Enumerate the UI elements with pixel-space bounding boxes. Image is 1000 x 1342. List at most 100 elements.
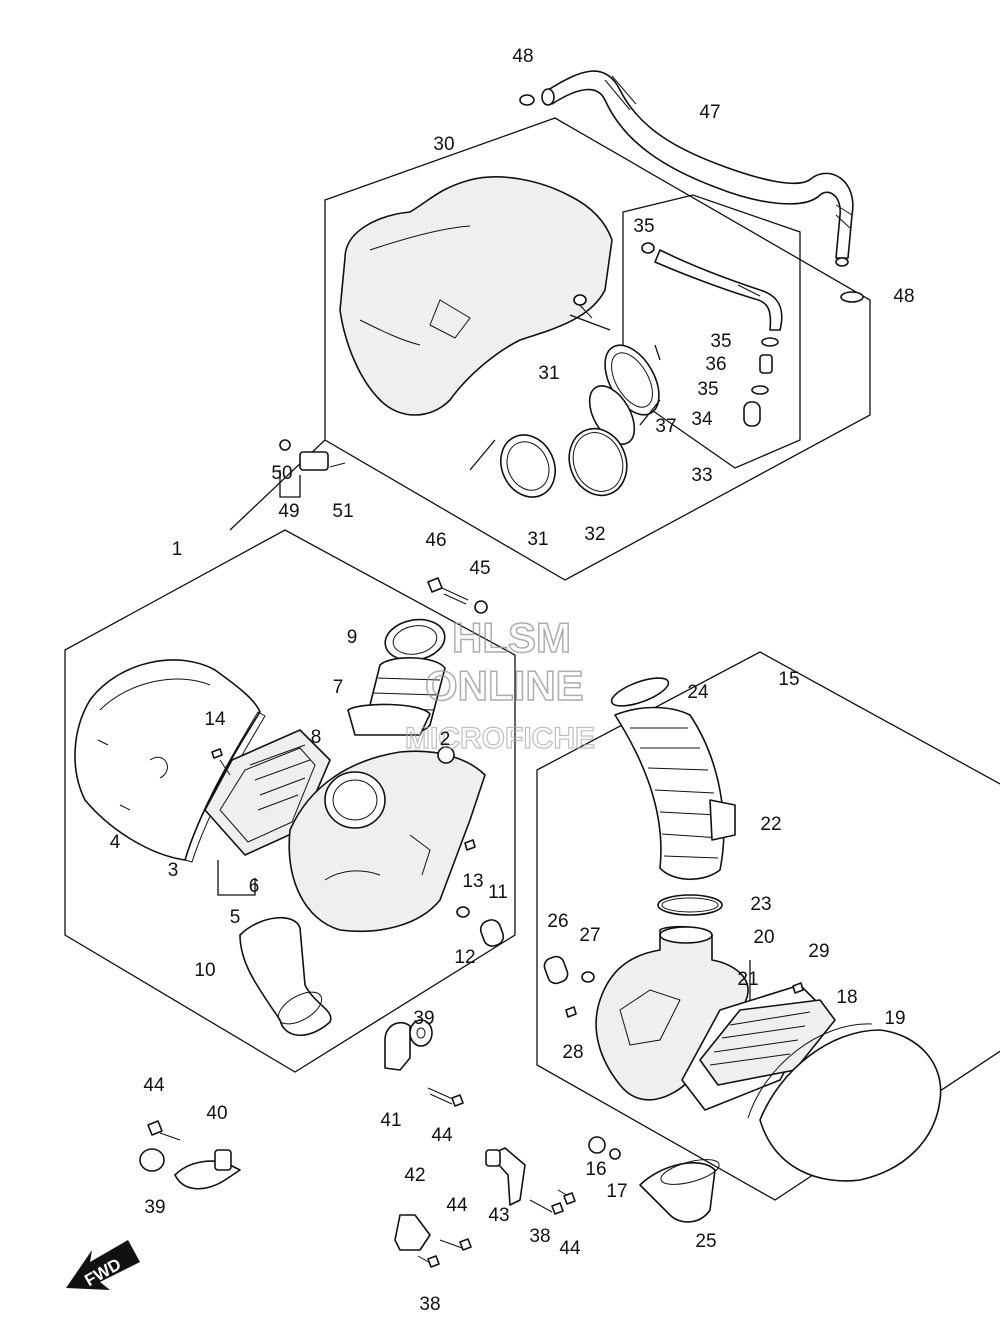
callout-c38b: 38 <box>419 1294 440 1315</box>
callout-c35c: 35 <box>697 379 718 400</box>
collar-16-17 <box>588 1136 621 1160</box>
callout-c7: 7 <box>333 677 344 698</box>
screw-13 <box>464 839 476 851</box>
callout-c20: 20 <box>753 927 774 948</box>
screw-29 <box>792 982 804 994</box>
callout-c46: 46 <box>425 530 446 551</box>
callout-c31a: 31 <box>538 363 559 384</box>
breather-tube-33 <box>641 242 783 331</box>
callout-c49: 49 <box>278 501 299 522</box>
air-cleaner-housing-1 <box>288 750 486 933</box>
plug-26-27 <box>543 955 595 985</box>
intake-duct-25 <box>639 1159 720 1223</box>
callout-c32: 32 <box>584 524 605 545</box>
callout-c17: 17 <box>606 1181 627 1202</box>
callout-c18: 18 <box>836 987 857 1008</box>
callout-c47: 47 <box>699 102 720 123</box>
callout-c50: 50 <box>271 463 292 484</box>
watermark: HLSM ONLINE MICROFICHE <box>404 613 595 755</box>
callout-c3: 3 <box>168 860 179 881</box>
clamp-32 <box>568 427 628 497</box>
callout-c24: 24 <box>687 682 709 703</box>
callout-c13: 13 <box>462 871 483 892</box>
intake-seal-31-lower <box>500 434 556 498</box>
callout-c38a: 38 <box>529 1226 550 1247</box>
clamp-48 <box>519 94 864 303</box>
callout-c8: 8 <box>311 727 322 748</box>
drain-plug-49-50-51 <box>279 439 346 498</box>
callout-c37: 37 <box>655 416 676 437</box>
watermark-line2: ONLINE <box>425 662 584 709</box>
callout-c15: 15 <box>778 669 799 690</box>
callout-c40: 40 <box>206 1103 227 1124</box>
breather-hose-47 <box>541 70 854 267</box>
callout-c29: 29 <box>808 941 829 962</box>
callout-c44b: 44 <box>431 1125 453 1146</box>
callout-c23: 23 <box>750 894 771 915</box>
bracket-43-38-44 <box>485 1147 576 1215</box>
fwd-arrow: FWD <box>66 1240 140 1290</box>
bracket-41-39 <box>384 1019 464 1107</box>
air-cleaner-housing-15 <box>595 925 749 1101</box>
leader-lines-upper <box>469 314 661 471</box>
callout-c44c: 44 <box>446 1195 468 1216</box>
group-outline-1 <box>64 529 516 1073</box>
bracket-42-38-44 <box>394 1214 472 1268</box>
clamp-24 <box>610 677 670 707</box>
callout-c34: 34 <box>691 409 713 430</box>
callout-c9: 9 <box>347 627 358 648</box>
callout-c16: 16 <box>585 1159 606 1180</box>
air-cleaner-cover-19 <box>747 1023 942 1182</box>
callout-c30: 30 <box>433 134 454 155</box>
callout-c44a: 44 <box>143 1075 165 1096</box>
callout-c19: 19 <box>884 1008 905 1029</box>
callout-c44d: 44 <box>559 1238 581 1259</box>
callout-c12: 12 <box>454 947 475 968</box>
gasket-3 <box>184 711 266 863</box>
callout-c27: 27 <box>579 925 600 946</box>
callout-c45: 45 <box>469 558 490 579</box>
callout-c25: 25 <box>695 1231 716 1252</box>
clamp-23 <box>657 894 723 916</box>
intake-duct-10 <box>239 916 332 1036</box>
callout-c33: 33 <box>691 465 712 486</box>
bolt-46-45 <box>427 577 488 614</box>
callout-c28: 28 <box>562 1042 583 1063</box>
callout-c5: 5 <box>230 907 241 928</box>
element-20-21-18 <box>681 960 836 1111</box>
callout-c43: 43 <box>488 1205 509 1226</box>
callout-c48a: 48 <box>512 46 533 67</box>
callout-c51: 51 <box>332 501 353 522</box>
small-parts-35-36-34 <box>743 337 779 427</box>
group-outline-15 <box>536 651 1000 1201</box>
callout-c2: 2 <box>440 729 451 750</box>
callout-c39a: 39 <box>413 1008 434 1029</box>
screw-28 <box>565 1006 577 1018</box>
callout-c10: 10 <box>194 960 215 981</box>
air-cleaner-case-30 <box>339 176 613 416</box>
callout-c21: 21 <box>737 969 758 990</box>
callout-c6: 6 <box>249 876 260 897</box>
bracket-40-39-44 <box>139 1120 241 1190</box>
plug-11-12 <box>456 906 505 947</box>
callout-c42: 42 <box>404 1165 425 1186</box>
screw-14 <box>211 748 231 776</box>
intake-funnel-9-7-8 <box>347 618 446 736</box>
callout-c1: 1 <box>172 539 183 560</box>
watermark-line1: HLSM <box>452 614 571 661</box>
callout-c11: 11 <box>488 882 508 903</box>
callout-c35b: 35 <box>710 331 731 352</box>
watermark-line3: MICROFICHE <box>405 722 595 755</box>
callout-c39b: 39 <box>144 1197 165 1218</box>
callout-c41: 41 <box>380 1110 401 1131</box>
intake-hose-22 <box>614 706 736 881</box>
callout-c35a: 35 <box>633 216 654 237</box>
callout-c31b: 31 <box>527 529 548 550</box>
callout-c26: 26 <box>547 911 568 932</box>
callout-c48b: 48 <box>893 286 914 307</box>
callout-c36: 36 <box>705 354 726 375</box>
collar-2 <box>437 746 455 764</box>
callout-c14: 14 <box>204 709 226 730</box>
